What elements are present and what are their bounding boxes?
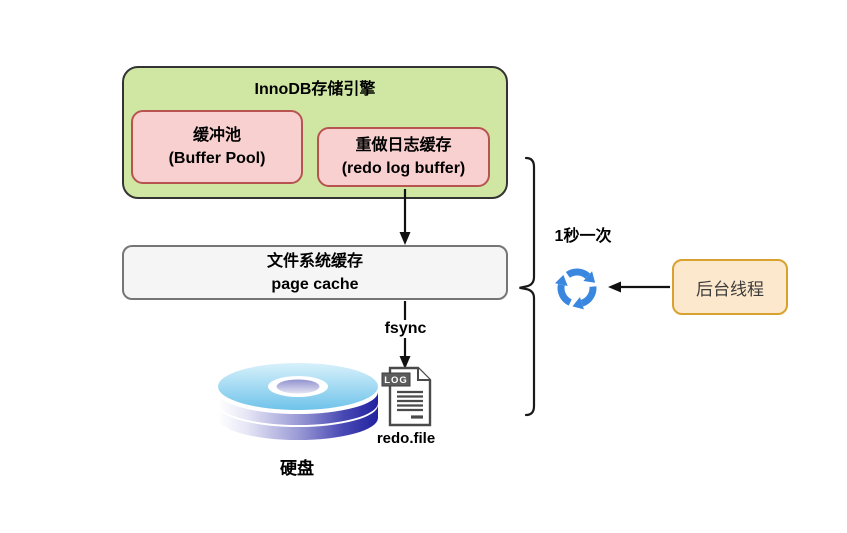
brace: [519, 156, 536, 417]
log-badge: LOG: [384, 375, 408, 386]
innodb-title: InnoDB存储引擎: [254, 81, 376, 98]
log-file-icon: LOG: [381, 366, 432, 427]
buffer-pool-label-en: (Buffer Pool): [168, 150, 266, 167]
arrow-thread-to-refresh: [608, 281, 670, 293]
interval-label: 1秒一次: [554, 228, 612, 245]
redo-log-buffer-label-en: (redo log buffer): [341, 160, 466, 177]
refresh-arm: [565, 268, 596, 283]
redo-log-buffer-label-zh: 重做日志缓存: [355, 137, 452, 154]
disk-label: 硬盘: [280, 459, 314, 478]
refresh-icon: [555, 268, 597, 310]
buffer-pool-label-zh: 缓冲池: [192, 127, 241, 144]
disk-icon: [218, 363, 378, 440]
buffer-pool-box: 缓冲池 (Buffer Pool): [131, 110, 303, 184]
fsync-label: fsync: [368, 320, 443, 338]
refresh-arm: [572, 286, 597, 310]
background-thread-box: 后台线程: [672, 259, 788, 315]
page-cache-label-zh: 文件系统缓存: [266, 252, 363, 270]
page-cache-box: 文件系统缓存 page cache: [122, 245, 508, 300]
redo-log-buffer-box: 重做日志缓存 (redo log buffer): [317, 127, 490, 187]
page-cache-label-en: page cache: [271, 275, 359, 293]
refresh-arm: [555, 274, 572, 306]
redo-file-label: redo.file: [376, 430, 436, 447]
background-thread-label: 后台线程: [696, 279, 764, 299]
